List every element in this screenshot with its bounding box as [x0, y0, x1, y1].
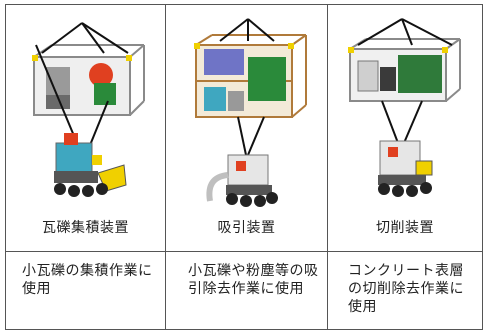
rubble-collector-illustration [32, 22, 145, 197]
caption-cutting-device: 切削装置 [376, 220, 434, 236]
cell-suction-device-usage: 小瓦礫や粉塵等の吸引除去作業に使用 [166, 252, 328, 329]
usage-rubble-collector: 小瓦礫の集積作業に使用 [22, 263, 153, 297]
cutting-device-illustration [348, 18, 461, 197]
equipment-table: 瓦礫集積装置 [5, 4, 483, 330]
cell-rubble-collector-usage: 小瓦礫の集積作業に使用 [6, 252, 166, 329]
usage-cutting-device: コンクリート表層の切削除去作業に使用 [348, 263, 464, 315]
cell-suction-device-figure: 吸引装置 [166, 5, 328, 252]
cell-cutting-device-usage: コンクリート表層の切削除去作業に使用 [328, 252, 482, 329]
caption-rubble-collector: 瓦礫集積装置 [42, 220, 129, 236]
cell-cutting-device-figure: 切削装置 [328, 5, 482, 252]
suction-device-illustration [194, 18, 307, 207]
usage-suction-device: 小瓦礫や粉塵等の吸引除去作業に使用 [188, 263, 319, 297]
caption-suction-device: 吸引装置 [217, 220, 276, 236]
cell-rubble-collector-figure: 瓦礫集積装置 [6, 5, 166, 252]
